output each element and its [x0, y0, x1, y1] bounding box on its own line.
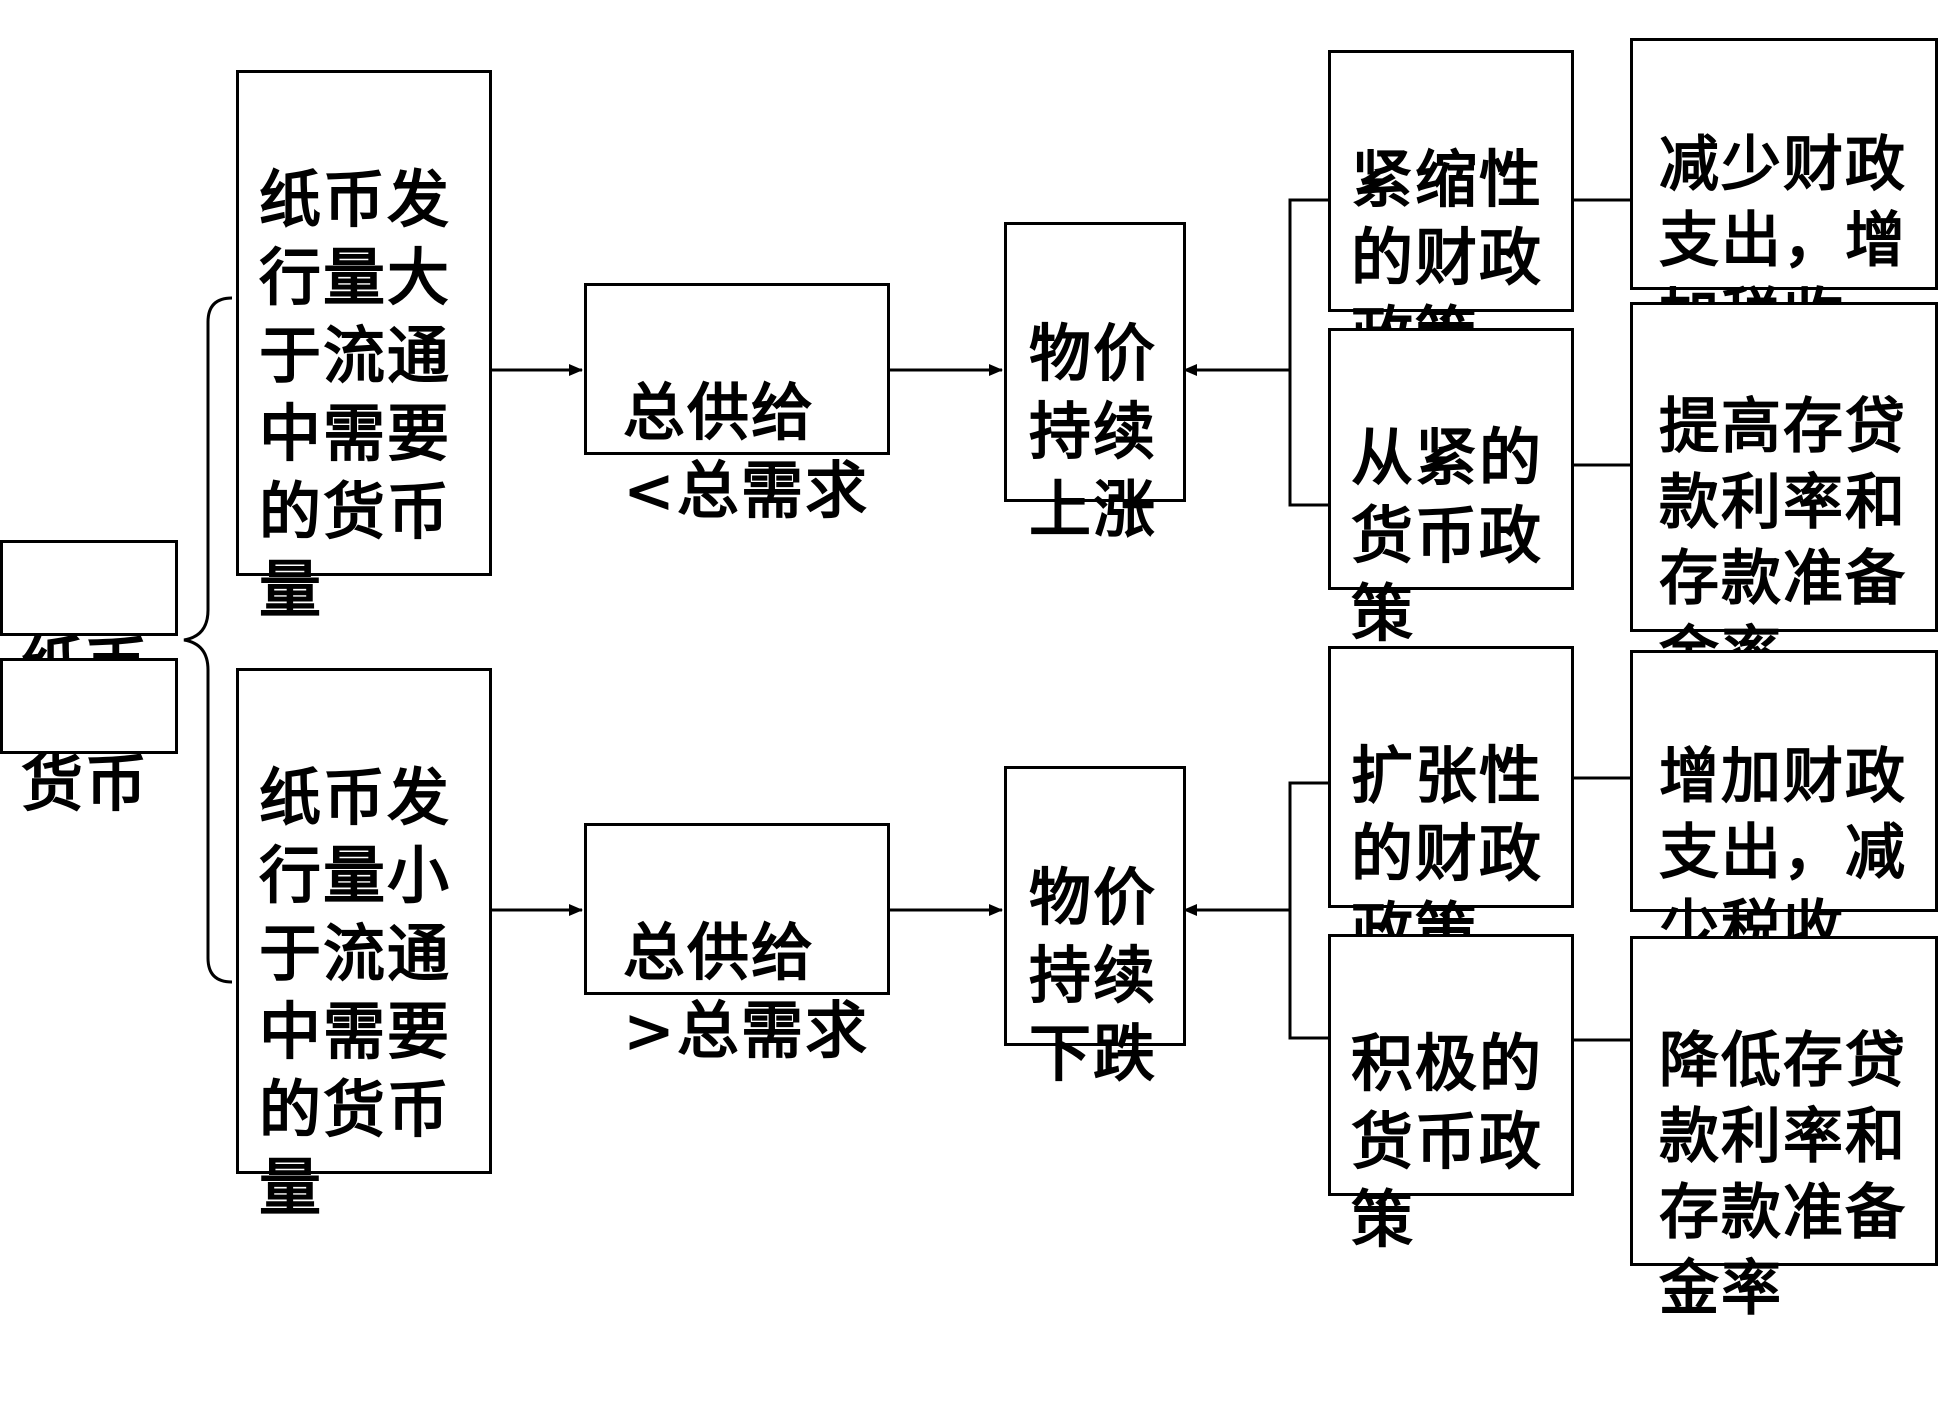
lower-monetary-text: 积极的 货币政 策: [1351, 1027, 1544, 1256]
concept-diagram: 纸币 货币 纸币发 行量大 于流通 中需要 的货币 量 总供给 <总需求 物价 …: [0, 38, 1938, 1324]
upper-relation-text: 总供给 <总需求: [623, 376, 869, 527]
upper-relation-box: 总供给 <总需求: [584, 283, 890, 527]
lower-fiscal-box: 扩张性 的财政 政策: [1328, 646, 1574, 968]
root-line2: 货币: [21, 747, 150, 820]
lower-policy-bracket: [1288, 781, 1328, 1040]
upper-fiscal-measure-box: 减少财政 支出，增 加税收: [1630, 38, 1938, 352]
lower-relation-box: 总供给 >总需求: [584, 823, 890, 1067]
upper-cause-box: 纸币发 行量大 于流通 中需要 的货币 量: [236, 70, 492, 626]
lower-result-text: 物价 持续 下跌: [1029, 861, 1158, 1090]
lower-fiscal-measure-box: 增加财政 支出，减 少税收: [1630, 650, 1938, 964]
lower-monetary-measure-text: 降低存贷 款利率和 存款准备 金率: [1659, 1026, 1907, 1324]
upper-monetary-text: 从紧的 货币政 策: [1351, 421, 1544, 650]
upper-policy-bracket: [1288, 198, 1328, 507]
upper-monetary-box: 从紧的 货币政 策: [1328, 328, 1574, 650]
lower-cause-box: 纸币发 行量小 于流通 中需要 的货币 量: [236, 668, 492, 1224]
root-box-top: 纸币: [0, 540, 178, 702]
upper-result-text: 物价 持续 上涨: [1029, 317, 1158, 546]
lower-fiscal-measure-text: 增加财政 支出，减 少税收: [1659, 742, 1907, 964]
upper-fiscal-box: 紧缩性 的财政 政策: [1328, 50, 1574, 372]
lower-result-box: 物价 持续 下跌: [1004, 766, 1186, 1090]
lower-cause-text: 纸币发 行量小 于流通 中需要 的货币 量: [259, 761, 452, 1224]
root-brace: [183, 296, 233, 984]
root-box-bottom: 货币: [0, 658, 178, 820]
upper-monetary-measure-text: 提高存贷 款利率和 存款准备 金率: [1659, 392, 1907, 690]
upper-monetary-measure-box: 提高存贷 款利率和 存款准备 金率: [1630, 302, 1938, 690]
lower-relation-text: 总供给 >总需求: [623, 916, 869, 1067]
lower-monetary-measure-box: 降低存贷 款利率和 存款准备 金率: [1630, 936, 1938, 1324]
upper-cause-text: 纸币发 行量大 于流通 中需要 的货币 量: [259, 163, 452, 626]
connector-lines: [183, 198, 1630, 1042]
upper-result-box: 物价 持续 上涨: [1004, 222, 1186, 546]
lower-monetary-box: 积极的 货币政 策: [1328, 934, 1574, 1256]
